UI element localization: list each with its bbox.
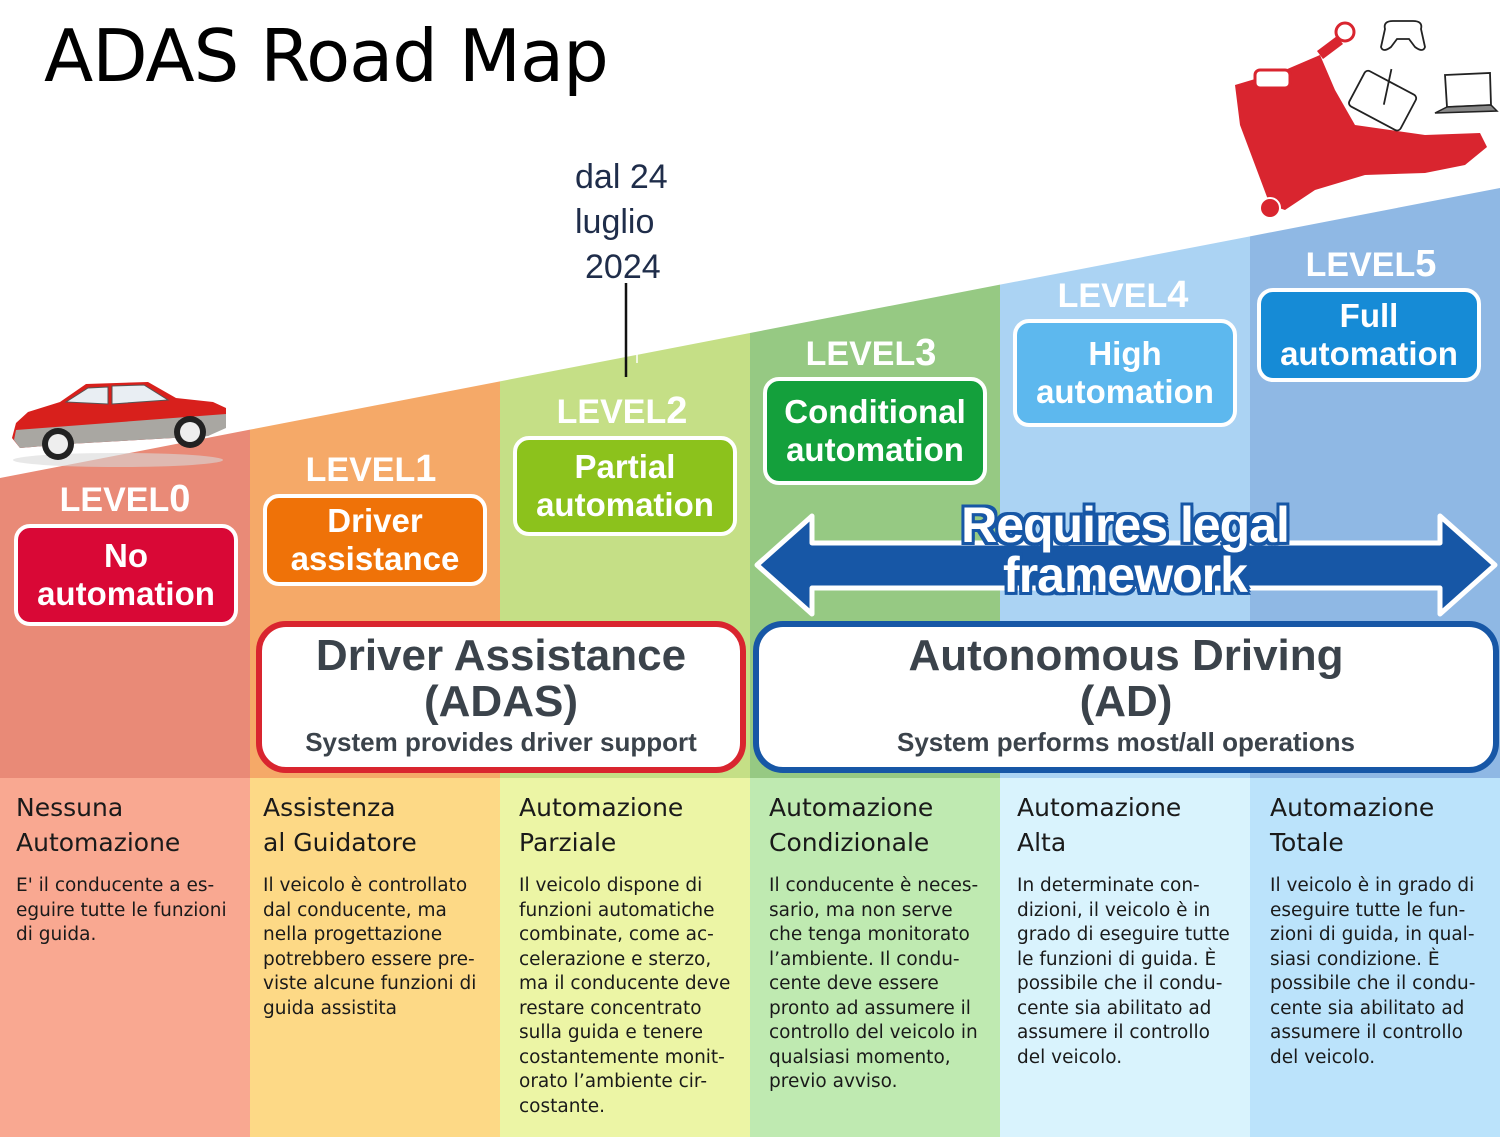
description-title: Automazione Condizionale: [769, 793, 934, 857]
level-3-description: Automazione Condizionale Il conducente è…: [750, 778, 1000, 1137]
level-2-label: LEVEL2: [556, 390, 688, 432]
description-text: Il veicolo è in grado di eseguire tutte …: [1270, 875, 1476, 1068]
level-5-description: Automazione Totale Il veicolo è in grado…: [1250, 778, 1500, 1137]
adas-acronym: (ADAS): [424, 677, 578, 726]
person-vr-illustration: [1235, 20, 1499, 219]
date-note-line: 2024: [585, 248, 661, 286]
level-5-label: LEVEL5: [1305, 243, 1437, 285]
legal-framework-label: Requires legal framework: [920, 497, 1330, 603]
ad-group-box: Autonomous Driving (AD) System performs …: [753, 621, 1499, 773]
level-band-bottom: [1000, 778, 1250, 1137]
date-note: dal 24 luglio 2024: [560, 155, 700, 290]
legal-line-2: framework: [1002, 547, 1249, 603]
adas-group-box: Driver Assistance (ADAS) System provides…: [256, 621, 746, 773]
ad-title: Autonomous Driving: [908, 631, 1344, 680]
level-band-bottom: [250, 778, 500, 1137]
level-0-label: LEVEL0: [59, 478, 191, 520]
description-title: Nessuna Automazione: [16, 793, 181, 857]
date-note-line: luglio: [575, 203, 655, 241]
ad-subtitle: System performs most/all operations: [896, 727, 1356, 757]
level-band-bottom: [0, 778, 250, 1137]
level-band-bottom: [1250, 778, 1500, 1137]
page-title: ADAS Road Map: [44, 14, 609, 98]
description-title: Assistenza al Guidatore: [263, 793, 417, 857]
legal-framework-arrow: [754, 513, 1498, 617]
description-title: Automazione Totale: [1270, 793, 1435, 857]
ad-acronym: (AD): [1079, 677, 1173, 726]
description-text: In determinate con- dizioni, il veicolo …: [1017, 875, 1230, 1068]
level-2-description: Automazione Parziale Il veicolo dispone …: [500, 778, 750, 1137]
adas-title: Driver Assistance: [315, 631, 687, 680]
description-text: Il veicolo è controllato dal conducente,…: [263, 875, 477, 1019]
level-0-description: Nessuna Automazione E' il conducente a e…: [0, 778, 250, 1137]
description-text: E' il conducente a es- eguire tutte le f…: [16, 875, 227, 945]
adas-subtitle: System provides driver support: [305, 727, 697, 757]
level-band-bottom: [500, 778, 750, 1137]
legal-line-1: Requires legal: [960, 497, 1291, 553]
level-3-label: LEVEL3: [805, 332, 937, 374]
level-1-label: LEVEL1: [305, 448, 437, 490]
description-text: Il veicolo dispone di funzioni automatic…: [519, 875, 731, 1117]
date-note-line: dal 24: [575, 158, 668, 196]
description-title: Automazione Alta: [1017, 793, 1182, 857]
description-text: Il conducente è neces- sario, ma non ser…: [769, 875, 979, 1092]
red-car-icon: [12, 382, 226, 467]
level-4-description: Automazione Alta In determinate con- diz…: [1000, 778, 1250, 1137]
description-title: Automazione Parziale: [519, 793, 684, 857]
level-4-label: LEVEL4: [1057, 274, 1189, 316]
level-band-bottom: [750, 778, 1000, 1137]
level-1-description: Assistenza al Guidatore Il veicolo è con…: [250, 778, 500, 1137]
